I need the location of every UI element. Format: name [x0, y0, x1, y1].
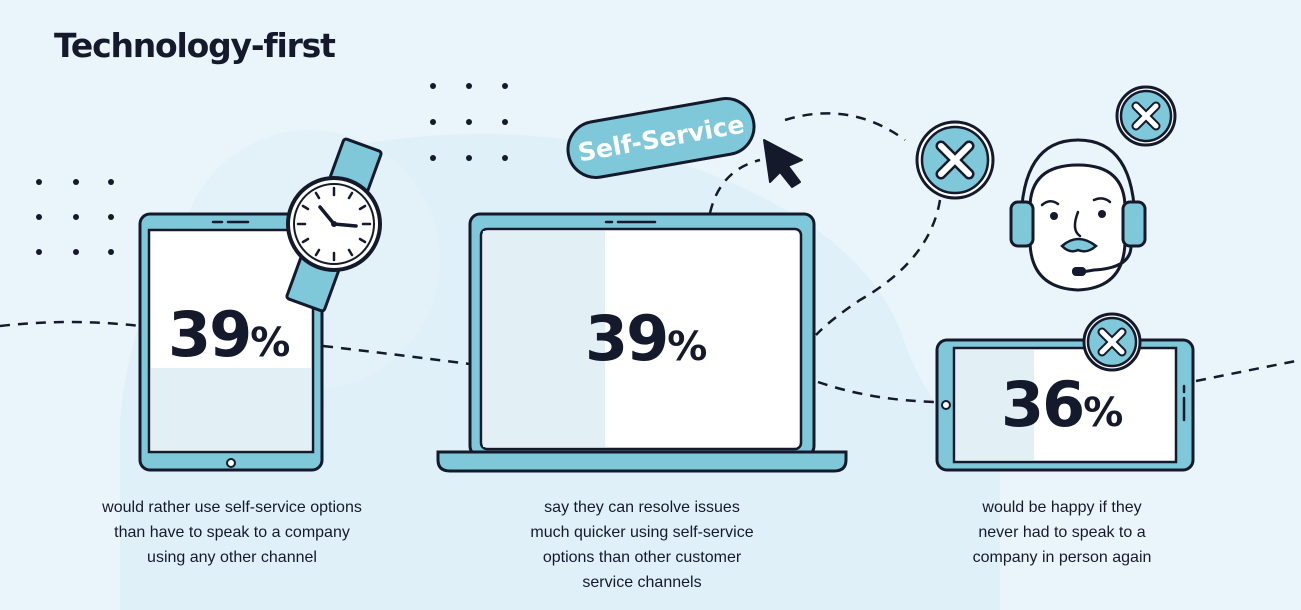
- tablet-icon: [138, 212, 324, 472]
- stat-value-3: 36%: [1001, 368, 1123, 441]
- stat-value-1: 39%: [168, 298, 290, 371]
- caption-line: than have to speak to a company: [114, 524, 350, 541]
- stat-number: 39: [585, 302, 669, 375]
- close-icon: [1082, 312, 1142, 372]
- stat-number: 36: [1001, 368, 1085, 441]
- caption-line: service channels: [582, 574, 702, 591]
- caption-line: much quicker using self-service: [530, 524, 754, 541]
- caption-line: using any other channel: [147, 549, 317, 566]
- stat-unit: %: [250, 320, 291, 366]
- stat-unit: %: [1083, 390, 1124, 436]
- phone-icon: [935, 338, 1195, 472]
- dot-grid-left: [36, 179, 114, 255]
- stat-value-2: 39%: [585, 302, 707, 375]
- laptop-icon: [436, 212, 848, 473]
- caption-line: company in person again: [972, 549, 1152, 566]
- dot-grid-top: [430, 83, 508, 161]
- stat-caption-1: would rather use self-service options th…: [76, 495, 388, 570]
- close-icon: [1115, 85, 1177, 147]
- stat-caption-3: would be happy if they never had to spea…: [946, 495, 1178, 570]
- caption-line: would rather use self-service options: [102, 499, 362, 516]
- dashed-connectors: [0, 112, 1301, 404]
- page-title: Technology-first: [54, 26, 336, 65]
- cursor-icon: [763, 139, 803, 188]
- stat-unit: %: [667, 324, 708, 370]
- stat-number: 39: [168, 298, 252, 371]
- stat-caption-2: say they can resolve issues much quicker…: [496, 495, 788, 595]
- caption-line: never had to speak to a: [978, 524, 1146, 541]
- agent-headset-icon: [1009, 138, 1147, 292]
- caption-line: options than other customer: [542, 549, 742, 566]
- close-icon: [915, 120, 995, 200]
- caption-line: would be happy if they: [982, 499, 1142, 516]
- self-service-badge: Self-Service: [566, 97, 756, 179]
- caption-line: say they can resolve issues: [544, 499, 740, 516]
- watch-icon: [285, 137, 383, 313]
